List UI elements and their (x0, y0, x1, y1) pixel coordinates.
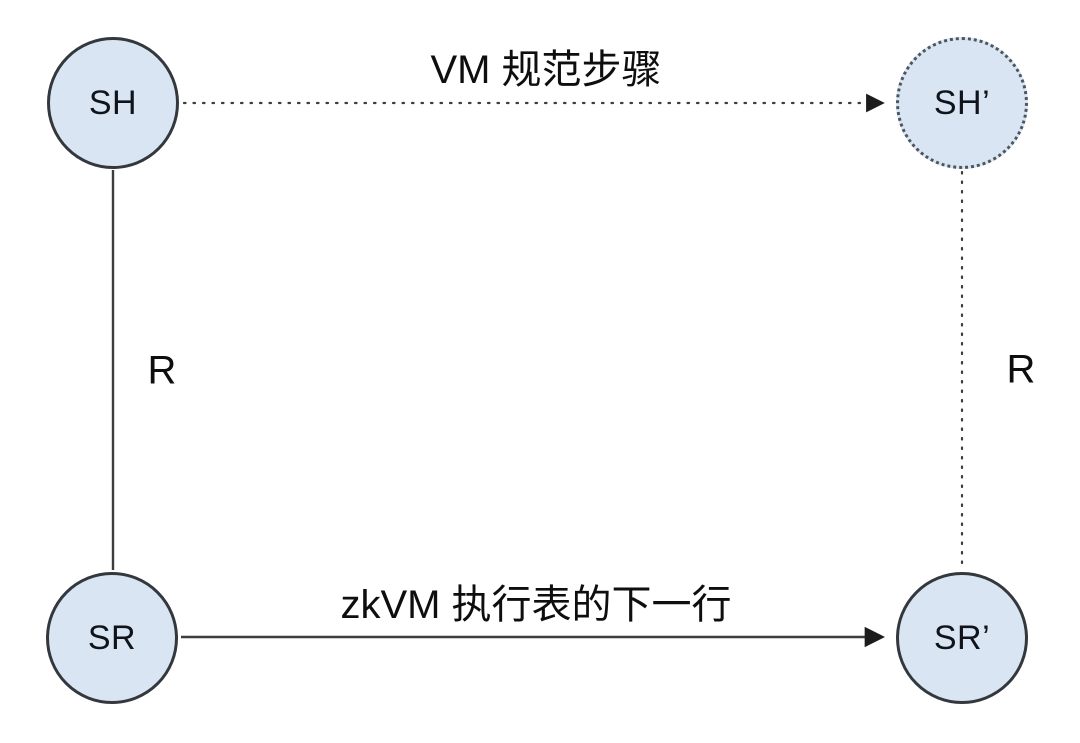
node-sh-prime-label: SH’ (933, 83, 991, 122)
node-sr-prime-label: SR’ (933, 618, 991, 657)
edge-label-r-left: R (147, 348, 177, 393)
edge-label-vm-spec-step: VM 规范步骤 (430, 48, 662, 92)
node-sr-prime: SR’ (896, 572, 1028, 704)
edge-label-zkvm-next-row: zkVM 执行表的下一行 (340, 583, 732, 627)
node-sh-prime: SH’ (896, 37, 1028, 169)
node-sh-label: SH (88, 83, 138, 122)
node-sr-label: SR (87, 618, 137, 657)
edge-label-r-right: R (1006, 347, 1036, 392)
node-sh: SH (47, 37, 179, 169)
node-sr: SR (46, 572, 178, 704)
